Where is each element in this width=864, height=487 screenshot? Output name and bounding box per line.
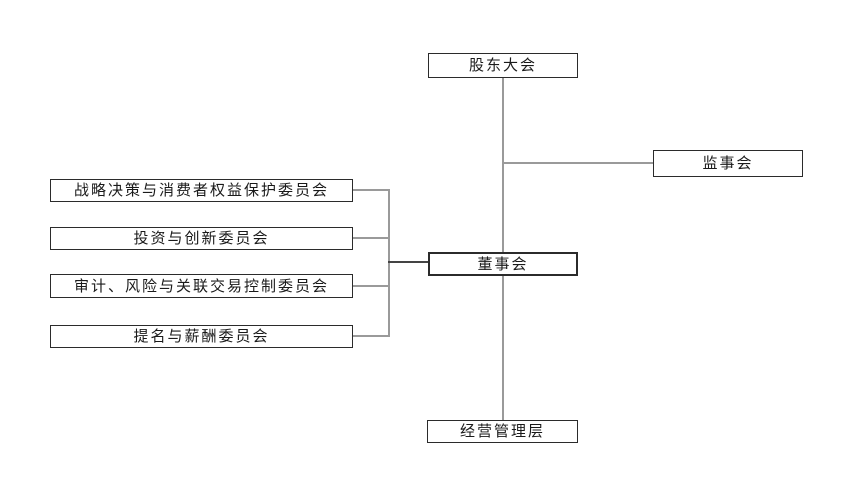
connector-bus-board xyxy=(388,261,428,263)
connector-committee-nomination xyxy=(353,335,389,337)
committee-audit-risk-related-transactions: 审计、风险与关联交易控制委员会 xyxy=(50,274,353,298)
connector-board-management xyxy=(502,276,504,420)
committee-investment-innovation: 投资与创新委员会 xyxy=(50,227,353,250)
committee-nomination-remuneration: 提名与薪酬委员会 xyxy=(50,325,353,348)
connector-committee-audit xyxy=(353,285,389,287)
node-supervisory-board: 监事会 xyxy=(653,150,803,177)
connector-committee-bus xyxy=(388,189,390,337)
node-management-layer: 经营管理层 xyxy=(427,420,578,443)
connector-committee-investment xyxy=(353,237,389,239)
node-board-of-directors: 董事会 xyxy=(428,252,578,276)
connector-trunk-supervisors xyxy=(503,162,653,164)
connector-shareholders-board xyxy=(502,78,504,252)
committee-strategy-consumer-protection: 战略决策与消费者权益保护委员会 xyxy=(50,179,353,202)
node-shareholders-meeting: 股东大会 xyxy=(428,53,578,78)
connector-committee-strategy xyxy=(353,189,389,191)
